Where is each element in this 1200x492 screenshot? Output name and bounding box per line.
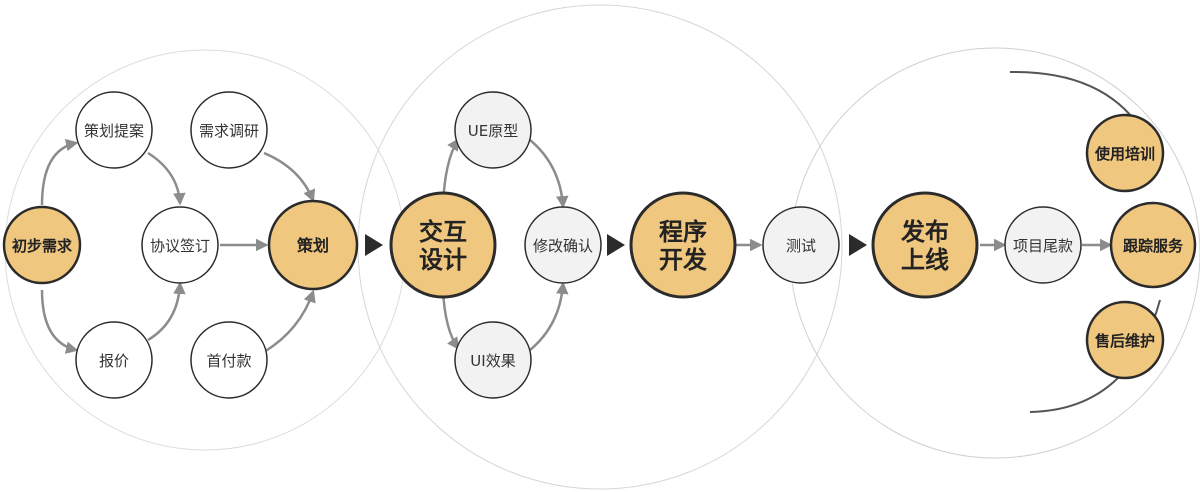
svg-text:修改确认: 修改确认: [533, 237, 593, 255]
node-ui-effect: UI效果: [454, 321, 532, 399]
svg-text:UE原型: UE原型: [468, 122, 518, 140]
svg-text:设计: 设计: [419, 246, 467, 274]
arrow-research-plan: [263, 151, 316, 203]
node-interaction-design: 交互 设计: [389, 191, 497, 299]
svg-text:使用培训: 使用培训: [1094, 145, 1155, 163]
svg-text:报价: 报价: [99, 352, 129, 370]
connector-triangle-3: [849, 234, 867, 256]
svg-text:跟踪服务: 跟踪服务: [1123, 237, 1184, 255]
node-quote: 报价: [75, 321, 153, 399]
node-research: 需求调研: [190, 91, 268, 169]
node-test: 测试: [762, 206, 840, 284]
arrow-downpay-plan: [263, 289, 316, 354]
node-maintenance: 售后维护: [1085, 300, 1165, 380]
svg-text:发布: 发布: [900, 218, 949, 246]
svg-text:首付款: 首付款: [206, 352, 251, 370]
node-program-dev: 程序 开发: [629, 191, 737, 299]
svg-text:需求调研: 需求调研: [199, 122, 259, 140]
node-revise-confirm: 修改确认: [524, 206, 602, 284]
connector-triangle-1: [365, 234, 383, 256]
node-agreement: 协议签订: [141, 206, 219, 284]
svg-text:项目尾款: 项目尾款: [1013, 237, 1073, 255]
node-training: 使用培训: [1085, 113, 1165, 193]
arrow-proposal-agreement: [147, 151, 186, 206]
arrow-start-quote: [40, 289, 79, 354]
node-proposal: 策划提案: [75, 91, 153, 169]
svg-text:策划提案: 策划提案: [84, 122, 144, 140]
node-release-launch: 发布 上线: [871, 191, 979, 299]
svg-text:售后维护: 售后维护: [1095, 332, 1155, 350]
arrow-design-ui: [441, 289, 460, 351]
node-final-payment: 项目尾款: [1004, 206, 1082, 284]
node-down-payment: 首付款: [190, 321, 268, 399]
node-plan: 策划: [267, 199, 359, 291]
svg-text:初步需求: 初步需求: [12, 237, 73, 255]
svg-text:协议签订: 协议签订: [150, 237, 210, 255]
arrow-start-proposal: [40, 138, 79, 206]
node-start: 初步需求: [2, 205, 82, 285]
svg-text:开发: 开发: [659, 246, 707, 274]
node-tracking-service: 跟踪服务: [1109, 201, 1197, 289]
arrow-quote-agreement: [147, 281, 186, 342]
connector-triangle-2: [607, 234, 625, 256]
svg-text:测试: 测试: [786, 237, 816, 255]
svg-text:策划: 策划: [296, 236, 329, 255]
svg-text:上线: 上线: [901, 246, 949, 274]
svg-text:程序: 程序: [659, 218, 707, 246]
svg-text:UI效果: UI效果: [470, 352, 515, 370]
arrow-ue-revise: [529, 139, 569, 209]
node-ue-prototype: UE原型: [454, 91, 532, 169]
svg-text:交互: 交互: [419, 218, 467, 246]
arrow-ui-revise: [529, 281, 569, 351]
